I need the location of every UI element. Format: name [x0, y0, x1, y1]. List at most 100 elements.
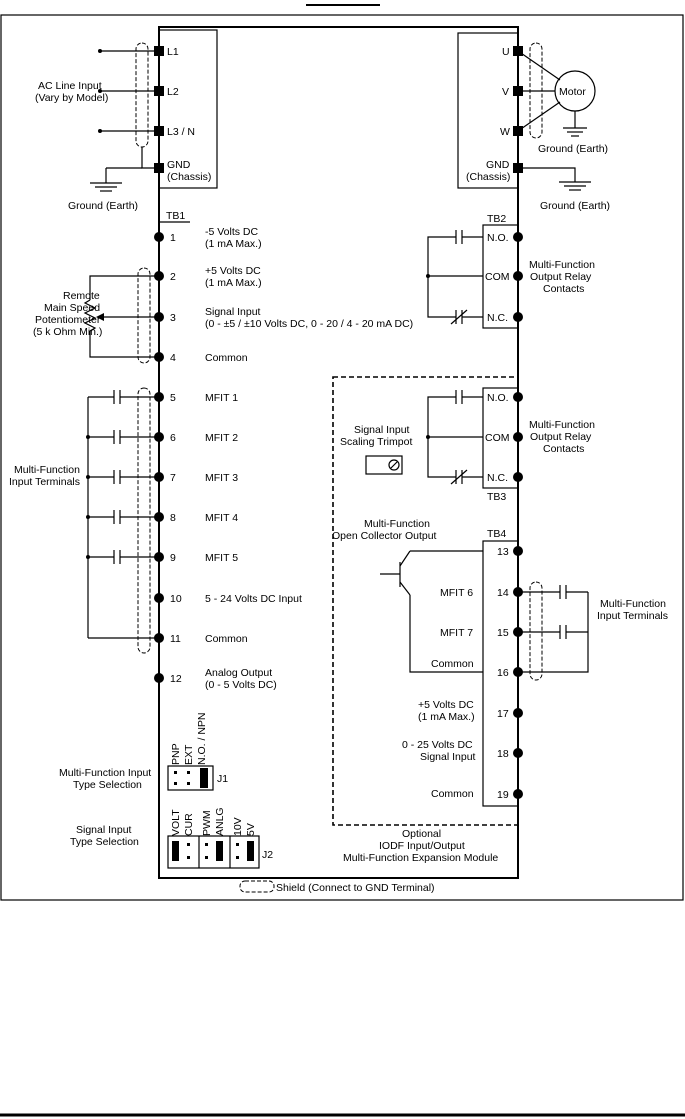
terminal-l1: L1 [167, 46, 179, 58]
tb2-relay [426, 230, 523, 325]
junction-dot [86, 515, 90, 519]
tb1-terminal-10-dot [154, 593, 164, 603]
tb1-terminal-number: 10 [170, 593, 182, 605]
pot-label-2: Main Speed [44, 302, 100, 314]
trimpot-label-1: Signal Input [354, 424, 410, 436]
tb1-terminal-number: 7 [170, 472, 176, 484]
tb1-terminal-1-dot [154, 232, 164, 242]
module-label-3: Multi-Function Expansion Module [343, 852, 498, 864]
tb1-terminal-desc: MFIT 3 [205, 472, 238, 484]
j2-cur: CUR [183, 813, 195, 836]
tb4-mfit7: MFIT 7 [440, 627, 473, 639]
motor-output-box [457, 32, 519, 189]
j2-pins [172, 841, 254, 861]
oc-label-2: Open Collector Output [332, 530, 437, 542]
tb2-com: COM [485, 271, 510, 283]
tb3-relay [426, 390, 523, 485]
mfit-left-wiring [86, 387, 159, 654]
pot-wiring [83, 267, 159, 364]
shield-legend-text: Shield (Connect to GND Terminal) [276, 882, 435, 894]
tb4-common: Common [431, 658, 474, 670]
tb1-terminal-number: 8 [170, 512, 176, 524]
tb3-no: N.O. [487, 392, 509, 404]
tb1-terminal-desc: MFIT 4 [205, 512, 238, 524]
j1-ext: EXT [183, 744, 195, 765]
tb1-terminal-number: 2 [170, 271, 176, 283]
tb1-terminal-number: 12 [170, 673, 182, 685]
open-collector-transistor [380, 550, 483, 673]
j2-volt: VOLT [170, 809, 182, 836]
mfit-left-label-1: Multi-Function [14, 464, 80, 476]
tb4-sig-1: 0 - 25 Volts DC [402, 739, 473, 751]
junction-dot [86, 555, 90, 559]
tb1-terminal-desc-sub: (1 mA Max.) [205, 238, 262, 250]
ac-input-box [158, 29, 218, 189]
terminal-l2: L2 [167, 86, 179, 98]
tb1-title: TB1 [166, 210, 185, 222]
tb4-terminal-19-dot [513, 789, 523, 799]
ground-label-motor: Ground (Earth) [538, 143, 608, 155]
tb1-terminal-number: 6 [170, 432, 176, 444]
tb1-terminal-desc: Common [205, 633, 248, 645]
tb1-terminal-desc: Signal Input [205, 306, 261, 318]
tb2-label-1: Multi-Function [529, 259, 595, 271]
tb4-right-label-2: Input Terminals [597, 610, 668, 622]
tb3-label-2: Output Relay [530, 431, 592, 443]
tb1-terminal-number: 5 [170, 392, 176, 404]
terminal-gnd: GND [167, 159, 191, 171]
j2-anlg: ANLG [214, 807, 226, 836]
tb1-terminal-desc: MFIT 5 [205, 552, 238, 564]
j2-10v: 10V [232, 817, 244, 836]
pot-label-3: Potentiometer [35, 314, 101, 326]
tb4-terminal-14-dot [513, 587, 523, 597]
tb1-terminal-desc: MFIT 2 [205, 432, 238, 444]
tb1-terminal-desc: +5 Volts DC [205, 265, 261, 277]
tb1-terminal-desc: 5 - 24 Volts DC Input [205, 593, 302, 605]
tb3-label-3: Contacts [543, 443, 584, 455]
tb1-terminal-desc: Common [205, 352, 248, 364]
tb2-title: TB2 [487, 213, 506, 225]
tb4-terminal-number: 13 [497, 546, 509, 558]
tb1-terminal-desc-sub: (0 - 5 Volts DC) [205, 679, 277, 691]
motor-wiring [513, 42, 596, 191]
tb2-nc: N.C. [487, 312, 508, 324]
j1-label-2: Type Selection [73, 779, 142, 791]
tb4-terminal-number: 15 [497, 627, 509, 639]
tb2-label-2: Output Relay [530, 271, 592, 283]
motor-label: Motor [559, 86, 586, 98]
j2-name: J2 [262, 849, 273, 861]
tb1-terminal-number: 1 [170, 232, 176, 244]
tb2-no: N.O. [487, 232, 509, 244]
j2-label-2: Type Selection [70, 836, 139, 848]
tb4-sig-2: Signal Input [420, 751, 476, 763]
ac-line-label: AC Line Input [38, 80, 102, 92]
tb1-terminal-number: 3 [170, 312, 176, 324]
trimpot-symbol [365, 455, 403, 475]
terminal-v: V [502, 86, 509, 98]
tb1-terminal-12-dot [154, 673, 164, 683]
tb4-terminal-17-dot [513, 708, 523, 718]
shield-legend-icon [239, 880, 275, 893]
outer-frame [0, 14, 684, 901]
j2-label-1: Signal Input [76, 824, 132, 836]
tb4-mfit6: MFIT 6 [440, 587, 473, 599]
tb1-terminal-desc-sub: (0 - ±5 / ±10 Volts DC, 0 - 20 / 4 - 20 … [205, 318, 413, 330]
tb4-common2: Common [431, 788, 474, 800]
j2-pwm: PWM [201, 810, 213, 836]
tb4-terminal-number: 19 [497, 789, 509, 801]
module-label-1: Optional [402, 828, 441, 840]
ground-label-left: Ground (Earth) [68, 200, 138, 212]
ground-label-right: Ground (Earth) [540, 200, 610, 212]
tb1-terminal-block: 1-5 Volts DC(1 mA Max.)2+5 Volts DC(1 mA… [154, 226, 413, 691]
terminal-chassis-right: (Chassis) [466, 171, 510, 183]
tb1-terminal-desc-sub: (1 mA Max.) [205, 277, 262, 289]
tb1-terminal-desc: MFIT 1 [205, 392, 238, 404]
tb4-terminal-15-dot [513, 627, 523, 637]
tb4-terminal-number: 14 [497, 587, 509, 599]
tb4-title: TB4 [487, 528, 506, 540]
j1-label-1: Multi-Function Input [59, 767, 151, 779]
tb2-label-3: Contacts [543, 283, 584, 295]
terminal-l3: L3 / N [167, 126, 195, 138]
j2-5v: 5V [245, 823, 257, 836]
j1-no-npn: N.O. / NPN [196, 712, 208, 765]
